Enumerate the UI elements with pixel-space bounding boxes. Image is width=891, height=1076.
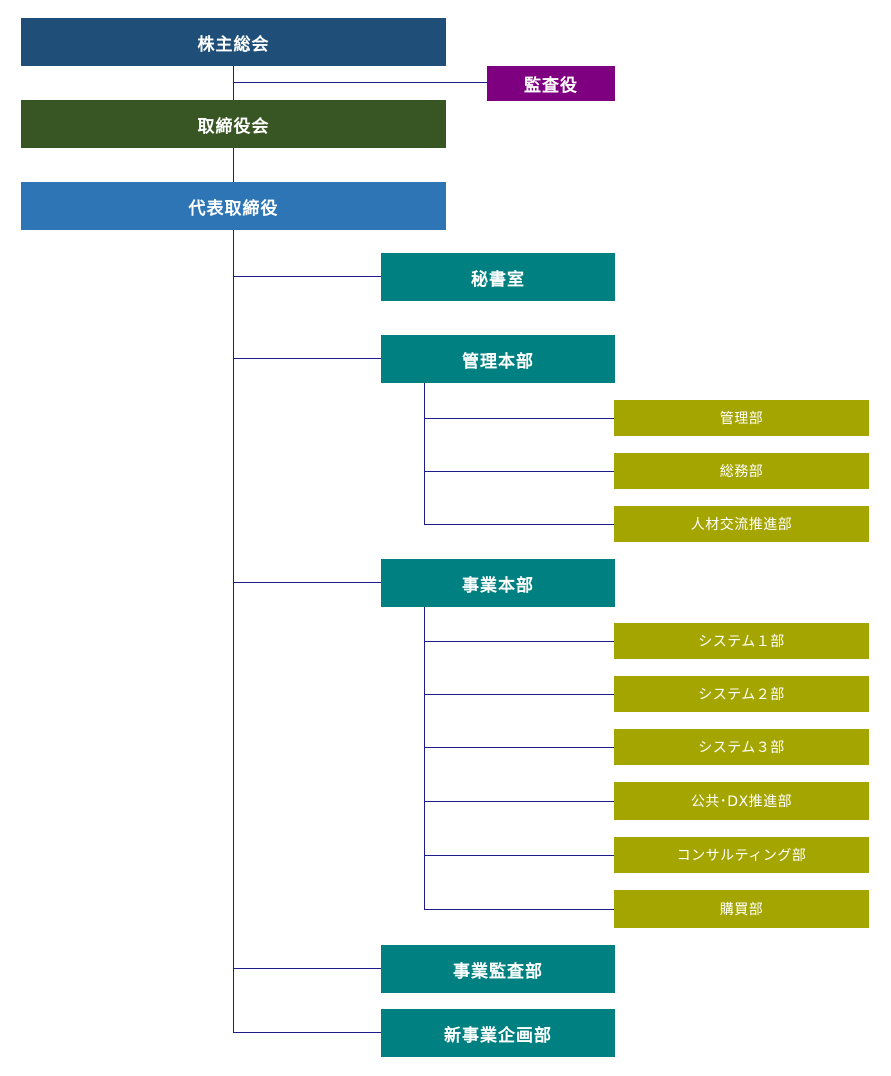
connector-business-hq: [233, 582, 381, 583]
board-of-directors-box: 取締役会: [21, 100, 446, 148]
connector-auditor: [233, 82, 487, 83]
connector-admin-hq: [233, 358, 381, 359]
connector-public-dept: [424, 801, 614, 802]
purchasing-dept-box: 購買部: [614, 890, 869, 928]
connector-business-trunk: [424, 607, 425, 909]
admin-dept-box: 管理部: [614, 400, 869, 436]
system-1-dept-box: システム１部: [614, 623, 869, 659]
public-dx-promotion-dept-box: 公共･DX推進部: [614, 782, 869, 820]
connector-hr-dept: [424, 524, 614, 525]
connector-secretary: [233, 276, 381, 277]
auditor-box: 監査役: [487, 66, 615, 101]
shareholders-meeting-box: 株主総会: [21, 18, 446, 66]
connector-purchase-dept: [424, 909, 614, 910]
system-3-dept-box: システム３部: [614, 729, 869, 765]
connector-business-audit: [233, 968, 381, 969]
representative-director-box: 代表取締役: [21, 182, 446, 230]
connector-new-business: [233, 1032, 381, 1033]
connector-main-trunk: [233, 66, 234, 1033]
connector-sys2-dept: [424, 694, 614, 695]
consulting-dept-box: コンサルティング部: [614, 837, 869, 873]
connector-sys1-dept: [424, 641, 614, 642]
admin-headquarters-box: 管理本部: [381, 335, 615, 383]
business-headquarters-box: 事業本部: [381, 559, 615, 607]
hr-exchange-promotion-dept-box: 人材交流推進部: [614, 506, 869, 542]
connector-sys3-dept: [424, 747, 614, 748]
connector-admin-dept: [424, 418, 614, 419]
connector-consult-dept: [424, 855, 614, 856]
system-2-dept-box: システム２部: [614, 676, 869, 712]
business-audit-dept-box: 事業監査部: [381, 945, 615, 993]
new-business-planning-box: 新事業企画部: [381, 1009, 615, 1057]
secretary-office-box: 秘書室: [381, 253, 615, 301]
general-affairs-dept-box: 総務部: [614, 453, 869, 489]
connector-admin-trunk: [424, 383, 425, 524]
connector-general-dept: [424, 471, 614, 472]
